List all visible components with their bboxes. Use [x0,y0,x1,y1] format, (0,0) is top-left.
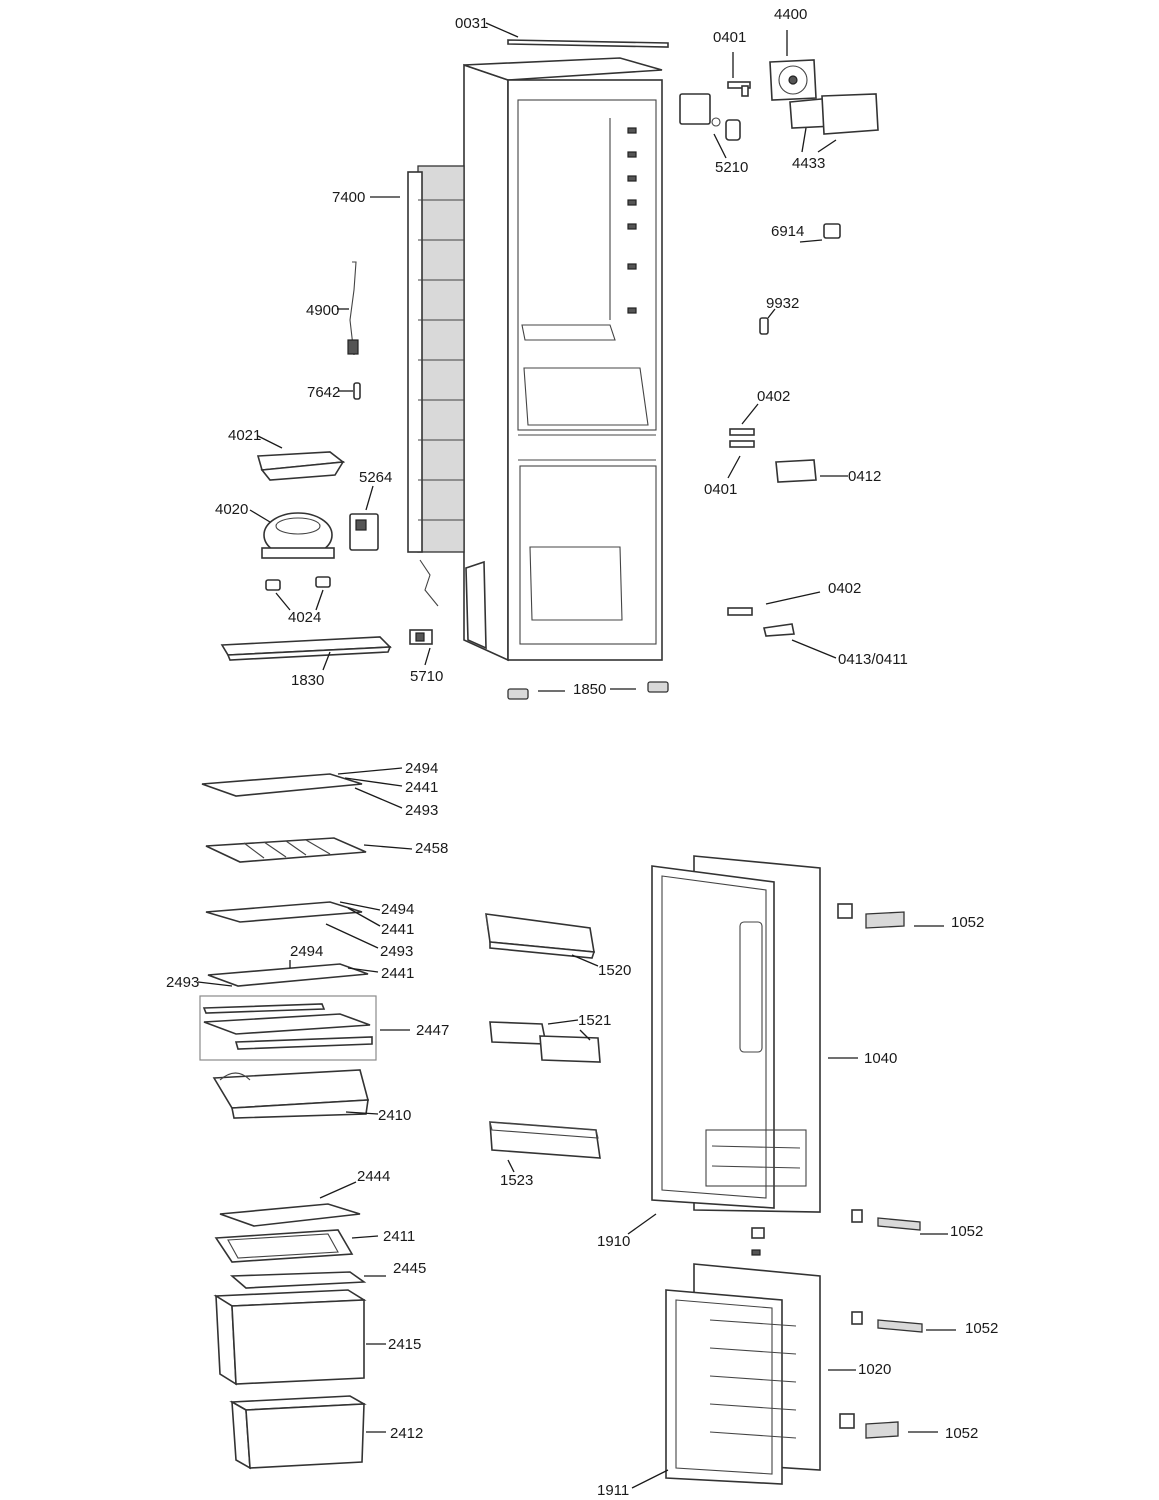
label-1020: 1020 [858,1361,891,1378]
label-1052-c: 1052 [965,1320,998,1337]
glass-shelf-2 [205,901,381,949]
label-0402-b: 0402 [828,580,861,597]
glass-shelf-3 [197,960,379,987]
label-4900: 4900 [306,302,339,319]
glass-shelf-1 [201,767,403,809]
compressor-base-plate [220,636,392,671]
label-2441-a: 2441 [405,779,438,796]
label-2445: 2445 [393,1260,426,1277]
label-4024: 4024 [288,609,321,626]
condenser-coil [370,165,465,607]
label-1911: 1911 [597,1482,629,1499]
label-0401-top: 0401 [713,29,746,46]
label-6914: 6914 [771,223,804,240]
lower-hinge [727,591,837,659]
label-7400: 7400 [332,189,365,206]
label-0031: 0031 [455,15,488,32]
drawer-frame-2411 [214,1229,379,1263]
glass-cover-2444 [219,1181,361,1227]
label-0402-a: 0402 [757,388,790,405]
label-1910: 1910 [597,1233,630,1250]
label-2441-b: 2441 [381,921,414,938]
drawer-2412 [229,1395,386,1470]
label-0401-mid: 0401 [704,481,737,498]
fan-motor-unit [769,30,817,101]
thermostat-box [679,93,741,159]
door-handle-bottom [839,1413,938,1439]
label-1040: 1040 [864,1050,897,1067]
fan-covers [789,93,879,153]
label-5710: 5710 [410,668,443,685]
lamp-cover [799,223,841,243]
label-1052-a: 1052 [951,914,984,931]
label-4021: 4021 [228,427,261,444]
top-cover-strip [485,22,669,48]
power-cord [337,261,359,356]
label-4020: 4020 [215,501,248,518]
label-2410: 2410 [378,1107,411,1124]
shelf-assembly-box [199,995,410,1061]
label-5264: 5264 [359,469,392,486]
upper-door [627,855,858,1235]
label-2447: 2447 [416,1022,449,1039]
label-2494-a: 2494 [405,760,438,777]
wire-shelf [205,837,413,863]
hinge-pins [751,1227,765,1256]
label-2493-c: 2493 [166,974,199,991]
compressor [249,509,335,559]
glass-cover-2445 [229,1271,386,1289]
label-4433: 4433 [792,155,825,172]
label-2444: 2444 [357,1168,390,1185]
label-1523: 1523 [500,1172,533,1189]
label-1850: 1850 [573,681,606,698]
lower-door [631,1263,856,1489]
top-hinge [727,52,751,97]
cord-clip [338,382,361,400]
label-2493-b: 2493 [380,943,413,960]
label-2493-a: 2493 [405,802,438,819]
label-9932: 9932 [766,295,799,312]
label-2494-c: 2494 [290,943,323,960]
compressor-feet [265,576,331,611]
label-2412: 2412 [390,1425,423,1442]
drawer-2415 [213,1289,386,1386]
door-bin-1523 [489,1121,601,1173]
shelf-support-rail [609,118,637,320]
label-5210: 5210 [715,159,748,176]
label-2441-c: 2441 [381,965,414,982]
door-handle-lower [851,1311,956,1333]
label-2458: 2458 [415,840,448,857]
crisper-cover-drawer [212,1069,379,1119]
leveling-feet [507,681,669,700]
label-2415: 2415 [388,1336,421,1353]
label-2494-b: 2494 [381,901,414,918]
cabinet-body [463,57,663,662]
middle-hinge [727,403,848,483]
door-bin-1521 [489,1019,601,1063]
label-1830: 1830 [291,672,324,689]
label-1521: 1521 [578,1012,611,1029]
door-handle-mid [851,1209,948,1235]
compressor-relay [349,485,379,551]
label-0413-0411: 0413/0411 [838,651,908,668]
label-1052-b: 1052 [950,1223,983,1240]
door-handle-top [837,903,944,929]
label-7642: 7642 [307,384,340,401]
door-bin-1520 [485,913,599,967]
label-2411: 2411 [383,1228,415,1245]
label-4400: 4400 [774,6,807,23]
drain-tray [256,435,346,481]
solenoid-valve [409,629,433,666]
label-1520: 1520 [598,962,631,979]
label-0412: 0412 [848,468,881,485]
label-1052-d: 1052 [945,1425,978,1442]
bulb-socket [759,308,776,335]
